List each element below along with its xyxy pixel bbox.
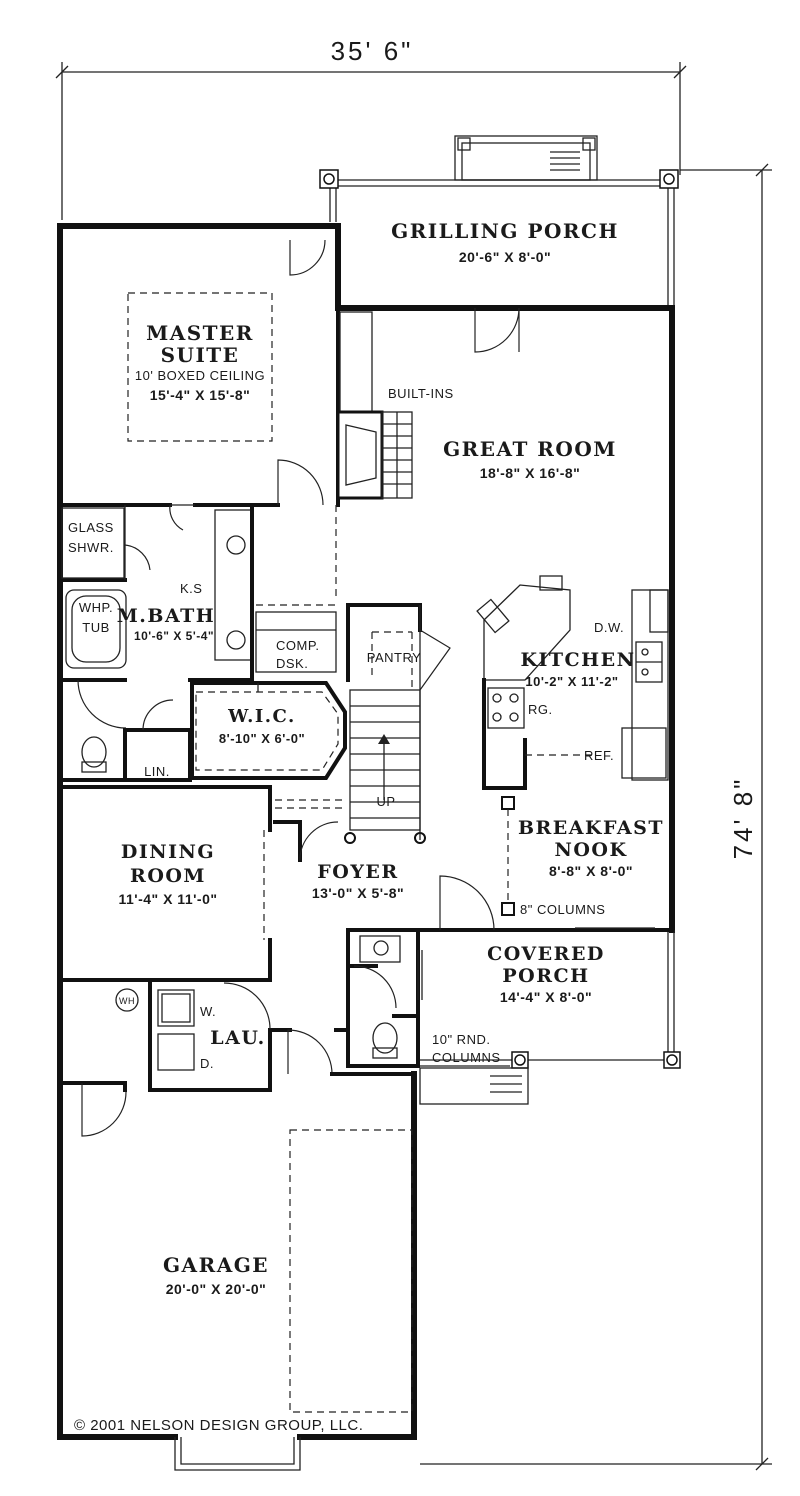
linen-label: LIN.	[144, 764, 170, 779]
breakfast-nook-size: 8'-8" X 8'-0"	[549, 863, 633, 879]
laundry-room	[58, 981, 416, 1137]
master-suite-name-2: SUITE	[161, 343, 240, 367]
dining-room-name-1: DINING	[121, 841, 215, 863]
covered-porch-name-2: PORCH	[502, 965, 589, 987]
great-room-size: 18'-8" X 16'-8"	[480, 465, 581, 481]
dishwasher-label: D.W.	[594, 620, 624, 635]
ks-label: K.S	[180, 581, 202, 596]
whirlpool-tub-label-1: WHP.	[79, 600, 113, 615]
half-bath	[346, 928, 420, 1068]
grilling-porch-name: GRILLING PORCH	[391, 219, 619, 243]
grilling-porch-structure	[319, 135, 679, 305]
refrigerator-label: REF.	[584, 748, 614, 763]
wic-name: W.I.C.	[227, 706, 296, 727]
washer-label: W.	[200, 1004, 216, 1019]
master-suite-name-1: MASTER	[146, 321, 254, 345]
range-label: RG.	[528, 702, 553, 717]
garage-size: 20'-0" X 20'-0"	[166, 1281, 267, 1297]
foyer-name: FOYER	[317, 861, 398, 883]
laundry-name: LAU.	[210, 1027, 266, 1049]
foyer-size: 13'-0" X 5'-8"	[312, 885, 404, 901]
master-bath-walls	[58, 503, 254, 782]
master-bath-size: 10'-6" X 5'-4"	[134, 629, 214, 643]
great-room-features	[335, 307, 520, 600]
garage-name: GARAGE	[163, 1253, 269, 1277]
glass-shower-label-2: SHWR.	[68, 540, 114, 555]
desk-label: DSK.	[276, 656, 308, 671]
exterior-walls	[57, 223, 675, 1440]
grilling-porch-size: 20'-6" X 8'-0"	[459, 249, 551, 265]
hall-core	[255, 603, 451, 844]
round-columns-label-1: 10" RND.	[432, 1032, 490, 1047]
breakfast-nook-name-2: NOOK	[555, 839, 628, 861]
glass-shower-label-1: GLASS	[68, 520, 114, 535]
dining-room-walls	[58, 785, 345, 982]
master-suite-size: 15'-4" X 15'-8"	[150, 387, 251, 403]
whirlpool-tub-label-2: TUB	[82, 620, 110, 635]
covered-porch-size: 14'-4" X 8'-0"	[500, 989, 592, 1005]
dining-room-size: 11'-4" X 11'-0"	[118, 891, 217, 907]
water-heater-label: WH	[119, 996, 135, 1006]
copyright-notice: © 2001 NELSON DESIGN GROUP, LLC.	[74, 1417, 363, 1434]
breakfast-nook-name-1: BREAKFAST	[518, 817, 664, 839]
great-room-name: GREAT ROOM	[443, 437, 617, 461]
overall-width-label: 35' 6"	[331, 36, 414, 66]
overall-depth-label: 74' 8"	[728, 777, 758, 860]
kitchen-features	[476, 575, 669, 790]
master-bath-name: M.BATH	[117, 605, 216, 627]
columns-8-label: 8" COLUMNS	[520, 902, 605, 917]
pantry-label: PANTRY	[367, 650, 422, 665]
wic-size: 8'-10" X 6'-0"	[219, 731, 305, 746]
dryer-label: D.	[200, 1056, 214, 1071]
garage-bump	[174, 1437, 301, 1471]
round-columns-label-2: COLUMNS	[432, 1050, 501, 1065]
built-ins-label: BUILT-INS	[388, 386, 454, 401]
master-suite-note: 10' BOXED CEILING	[135, 368, 265, 383]
kitchen-size: 10'-2" X 11'-2"	[525, 674, 618, 689]
depth-dimension-line	[420, 163, 772, 1471]
width-dimension-line	[55, 62, 687, 220]
covered-porch-name-1: COVERED	[487, 943, 605, 965]
dining-room-name-2: ROOM	[130, 865, 206, 887]
covered-porch-structure	[417, 950, 681, 1105]
kitchen-name: KITCHEN	[521, 649, 636, 671]
computer-desk-label: COMP.	[276, 638, 319, 653]
master-suite-walls	[58, 239, 340, 531]
stairs-up-label: UP	[376, 794, 395, 809]
garage-structure	[289, 1129, 413, 1413]
breakfast-nook-structure	[418, 796, 674, 932]
walk-in-closet	[190, 681, 347, 780]
